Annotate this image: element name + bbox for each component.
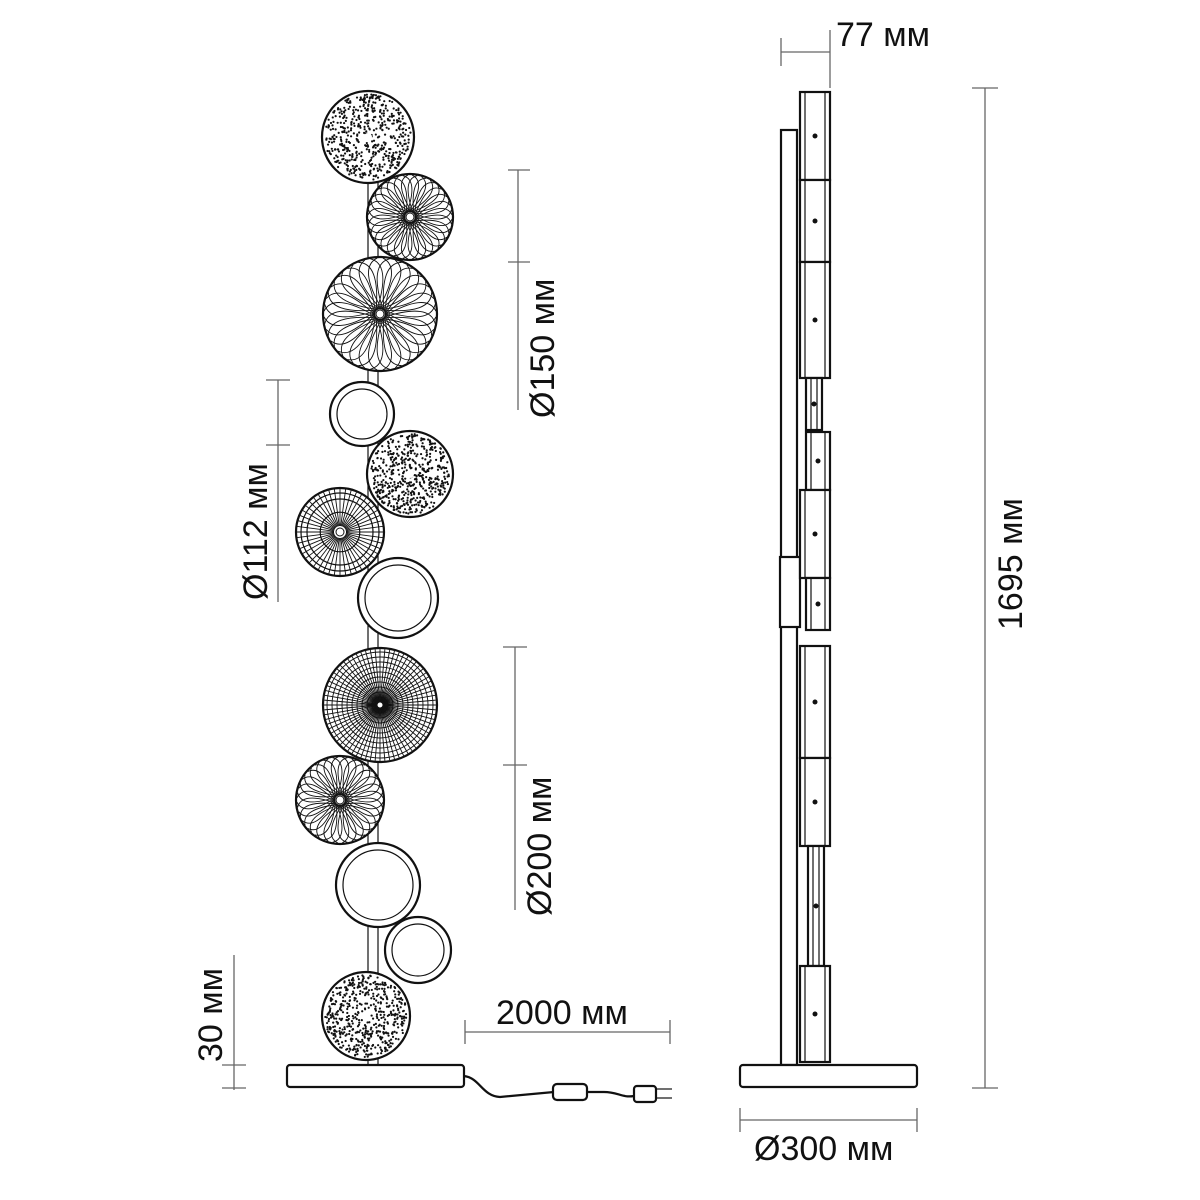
dimension-height: 1695 мм — [972, 87, 1030, 1089]
dimension-shade-small: Ø112 мм — [237, 379, 290, 602]
mesh-shade — [365, 429, 455, 519]
side-shade-profile — [798, 964, 832, 1064]
mesh-shade — [294, 754, 386, 846]
side-shade-profile — [804, 576, 832, 632]
mesh-shade — [321, 255, 439, 373]
power-plug — [632, 1084, 658, 1104]
side-base — [738, 1063, 919, 1089]
label-cable-length: 2000 мм — [496, 994, 628, 1032]
mesh-shade — [320, 970, 412, 1062]
dimension-base-diameter: Ø300 мм — [739, 1108, 918, 1168]
side-shade-profiles — [798, 90, 832, 1064]
side-shade-profile — [806, 844, 826, 968]
lamp-base — [285, 1063, 466, 1089]
label-base-height: 30 мм — [192, 968, 230, 1062]
side-shade-profile — [798, 260, 832, 380]
side-shade-profile — [798, 90, 832, 182]
ring-shade — [383, 915, 453, 985]
side-view — [738, 90, 919, 1089]
side-shade-profile — [804, 430, 832, 492]
power-cable — [463, 1074, 555, 1099]
label-height: 1695 мм — [992, 498, 1030, 630]
label-shade-large: Ø200 мм — [521, 777, 559, 916]
shade-group — [294, 89, 455, 1062]
mesh-shade — [294, 486, 386, 578]
label-base-diameter: Ø300 мм — [754, 1130, 893, 1168]
ring-shade — [356, 556, 440, 640]
ring-shade — [334, 841, 422, 929]
side-shade-profile — [798, 488, 832, 580]
mesh-shade — [365, 172, 455, 262]
ring-shade — [328, 380, 396, 448]
label-shade-medium: Ø150 мм — [524, 279, 562, 418]
cable-switch — [551, 1082, 589, 1102]
dimension-depth: 77 мм — [780, 16, 930, 88]
dimension-base-height: 30 мм — [192, 955, 246, 1090]
dimension-shade-large: Ø200 мм — [503, 646, 559, 916]
side-shade-profile — [798, 756, 832, 848]
side-shade-profile — [798, 644, 832, 760]
dimension-shade-medium: Ø150 мм — [508, 169, 562, 418]
side-switch-box — [778, 555, 802, 629]
side-shade-profile — [798, 178, 832, 264]
dimension-cable-length: 2000 мм — [464, 994, 671, 1044]
label-depth: 77 мм — [836, 16, 930, 54]
mesh-shade — [321, 646, 439, 764]
front-view — [285, 89, 672, 1104]
mesh-shade — [320, 89, 416, 185]
side-shade-profile — [804, 376, 824, 432]
label-shade-small: Ø112 мм — [237, 463, 275, 600]
